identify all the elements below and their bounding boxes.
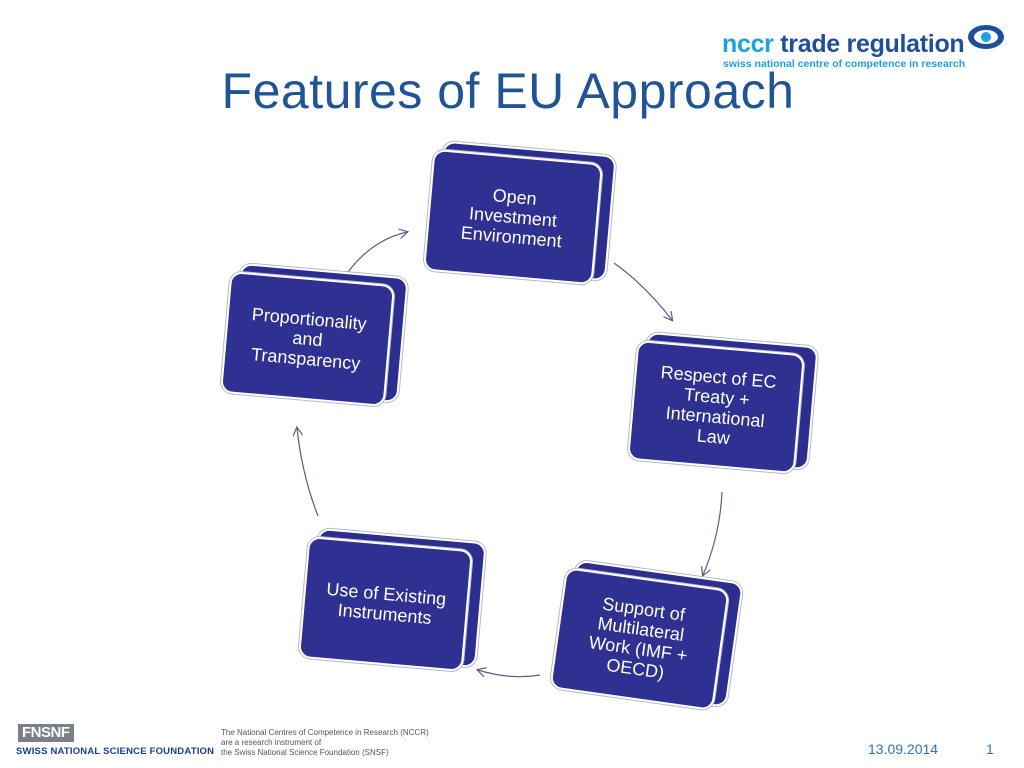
node-respect-ec-treaty: Respect of EC Treaty + International Law bbox=[627, 331, 819, 475]
node-support-multilateral: Support of Multilateral Work (IMF + OECD… bbox=[549, 559, 744, 711]
nccr-logo: nccr trade regulation swiss national cen… bbox=[720, 14, 1010, 74]
eye-logo-icon bbox=[968, 25, 1004, 49]
logo-name: nccr trade regulation bbox=[722, 30, 965, 59]
slide-date: 13.09.2014 bbox=[868, 741, 939, 757]
node-label: Use of Existing Instruments bbox=[325, 578, 448, 629]
node-use-existing-instruments: Use of Existing Instruments bbox=[297, 527, 487, 672]
funder-name: SWISS NATIONAL SCIENCE FOUNDATION bbox=[16, 746, 215, 757]
arrow-open-to-respect bbox=[613, 262, 672, 320]
logo-tagline: swiss national centre of competence in r… bbox=[723, 58, 966, 70]
logo-name-prefix: nccr bbox=[722, 30, 774, 58]
arrow-respect-to-support bbox=[703, 491, 723, 575]
slide-number: 1 bbox=[986, 741, 994, 757]
node-label: Proportionality and Transparency bbox=[250, 304, 368, 374]
node-label: Open Investment Environment bbox=[460, 185, 563, 252]
node-open-investment: Open Investment Environment bbox=[423, 140, 617, 286]
cycle-arrows bbox=[200, 130, 723, 678]
fnsnf-mark: FNSNF bbox=[18, 724, 74, 742]
cycle-diagram: Open Investment Environment Respect of E… bbox=[200, 130, 840, 720]
node-label: Respect of EC Treaty + International Law bbox=[659, 362, 778, 449]
node-proportionality-transparency: Proportionality and Transparency bbox=[219, 262, 409, 407]
arrow-proportionality-to-open bbox=[347, 232, 407, 273]
arrow-use-to-proportionality bbox=[297, 428, 319, 517]
slide-title: Features of EU Approach bbox=[221, 63, 795, 119]
arrow-support-to-use bbox=[478, 670, 541, 678]
logo-name-suffix: trade regulation bbox=[780, 30, 965, 58]
node-label: Support of Multilateral Work (IMF + OECD… bbox=[587, 593, 689, 683]
snsf-logo: FNSNF SWISS NATIONAL SCIENCE FOUNDATION bbox=[14, 724, 214, 760]
footer-note: The National Centres of Competence in Re… bbox=[221, 728, 429, 757]
